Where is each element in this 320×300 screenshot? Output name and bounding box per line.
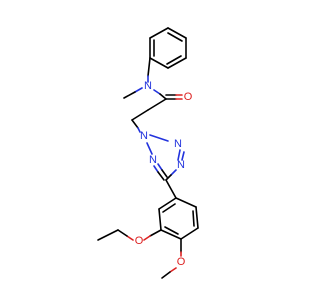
aryl-ring (158, 197, 199, 240)
bond-n-carbonyl-b (159, 93, 167, 100)
bond-ch2-tetrazole (131, 119, 139, 129)
bond-n-methyl-a (134, 87, 143, 93)
bond-ch2-tetrazole-n (137, 127, 141, 133)
bond-ethoxy-ch2-b (117, 229, 128, 237)
ethoxy-oxygen-label: O (135, 235, 144, 247)
bond-ch2-down (131, 109, 149, 121)
bond-methoxy-ch3-a (169, 267, 177, 273)
bond-n-methyl-b (123, 91, 136, 99)
bond-n-carbonyl-a (153, 89, 161, 95)
phenyl-ring (149, 27, 187, 69)
bond-phenyl-n (147, 57, 151, 77)
bond-tetrazole-aryl (165, 179, 177, 199)
tetrazole-ring (146, 134, 185, 181)
amide-nitrogen-label: N (144, 80, 152, 92)
bond-methoxy-ch3-b (161, 271, 171, 279)
tetrazole-n3-label: N (149, 154, 157, 166)
carbonyl-oxygen-label: O (184, 91, 193, 103)
bond-carbonyl-ch2 (147, 98, 167, 111)
methoxy-oxygen-label: O (177, 256, 186, 268)
molecule-canvas: N O N N N N O O (97, 27, 199, 279)
structure-drawing: N O N N N N O O (97, 27, 199, 279)
bond-ethoxy-ch2-a (126, 235, 134, 241)
bond-ring-ethoxy-o-b (143, 235, 151, 241)
bond-ethoxy-ch3 (97, 229, 119, 241)
tetrazole-n4-label: N (177, 159, 185, 171)
tetrazole-n2-label: N (174, 138, 182, 150)
bond-ring-ethoxy-o (149, 229, 162, 237)
tetrazole-n1-label: N (140, 130, 148, 142)
